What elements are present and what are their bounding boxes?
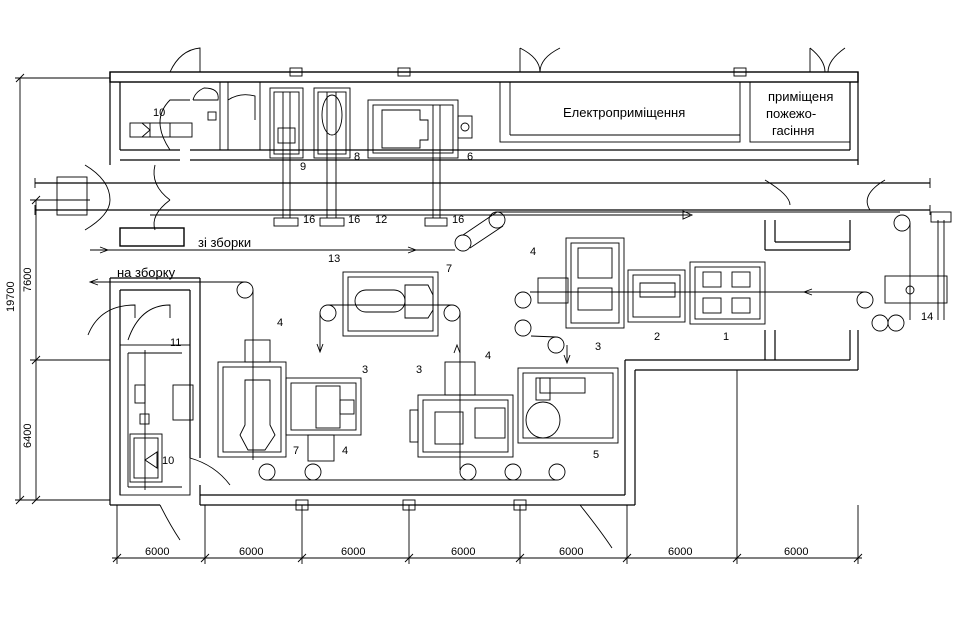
fire-room-label-2: пожежо- [766, 106, 816, 121]
electrical-room-label: Електроприміщення [563, 105, 685, 120]
label-4-b: 4 [277, 317, 283, 329]
label-7-a: 7 [446, 263, 452, 275]
room-labels: Електроприміщення приміщеня пожежо- гасі… [117, 89, 833, 280]
label-10-lower: 10 [162, 455, 174, 467]
label-7-b: 7 [293, 445, 299, 457]
dim-total-height: 19700 [5, 281, 17, 312]
from-assembly-label: зі зборки [198, 235, 251, 250]
crane-rails [34, 176, 931, 220]
label-16-b: 16 [348, 214, 360, 226]
label-10-upper: 10 [153, 107, 165, 119]
label-9: 9 [300, 161, 306, 173]
fire-room-label-3: гасіння [772, 123, 814, 138]
fire-room-label-1: приміщеня [768, 89, 833, 104]
building-walls [109, 67, 859, 511]
dim-bay-1: 6000 [145, 546, 169, 558]
conveyor [88, 211, 911, 481]
vertical-dimensions: 19700 7600 6400 [5, 73, 110, 505]
label-4-a: 4 [530, 246, 536, 258]
label-14: 14 [921, 311, 933, 323]
dim-bay-3: 6000 [341, 546, 365, 558]
label-2: 2 [654, 331, 660, 343]
dim-upper-height: 7600 [22, 268, 34, 292]
position-numbers: 10 9 8 6 16 16 16 12 13 4 7 4 3 2 1 14 1… [153, 107, 933, 467]
label-11: 11 [170, 337, 181, 349]
horizontal-dimensions: 6000 6000 6000 6000 6000 6000 6000 [112, 505, 863, 564]
label-16-c: 16 [452, 214, 464, 226]
label-13: 13 [328, 253, 340, 265]
dim-bay-4: 6000 [451, 546, 475, 558]
dim-lower-height: 6400 [22, 424, 34, 448]
label-3-c: 3 [416, 364, 422, 376]
label-5: 5 [593, 449, 599, 461]
dim-bay-7: 6000 [784, 546, 808, 558]
dim-bay-6: 6000 [668, 546, 692, 558]
label-4-d: 4 [342, 445, 348, 457]
equipment-upper [129, 87, 473, 227]
to-assembly-label: на зборку [117, 265, 176, 280]
label-6: 6 [467, 151, 473, 163]
label-1: 1 [723, 331, 729, 343]
dim-bay-5: 6000 [559, 546, 583, 558]
equipment-lower [129, 211, 952, 490]
label-3-a: 3 [595, 341, 601, 353]
label-12: 12 [375, 214, 387, 226]
label-4-c: 4 [485, 350, 491, 362]
label-16-a: 16 [303, 214, 315, 226]
dim-bay-2: 6000 [239, 546, 263, 558]
label-8: 8 [354, 151, 360, 163]
label-3-b: 3 [362, 364, 368, 376]
